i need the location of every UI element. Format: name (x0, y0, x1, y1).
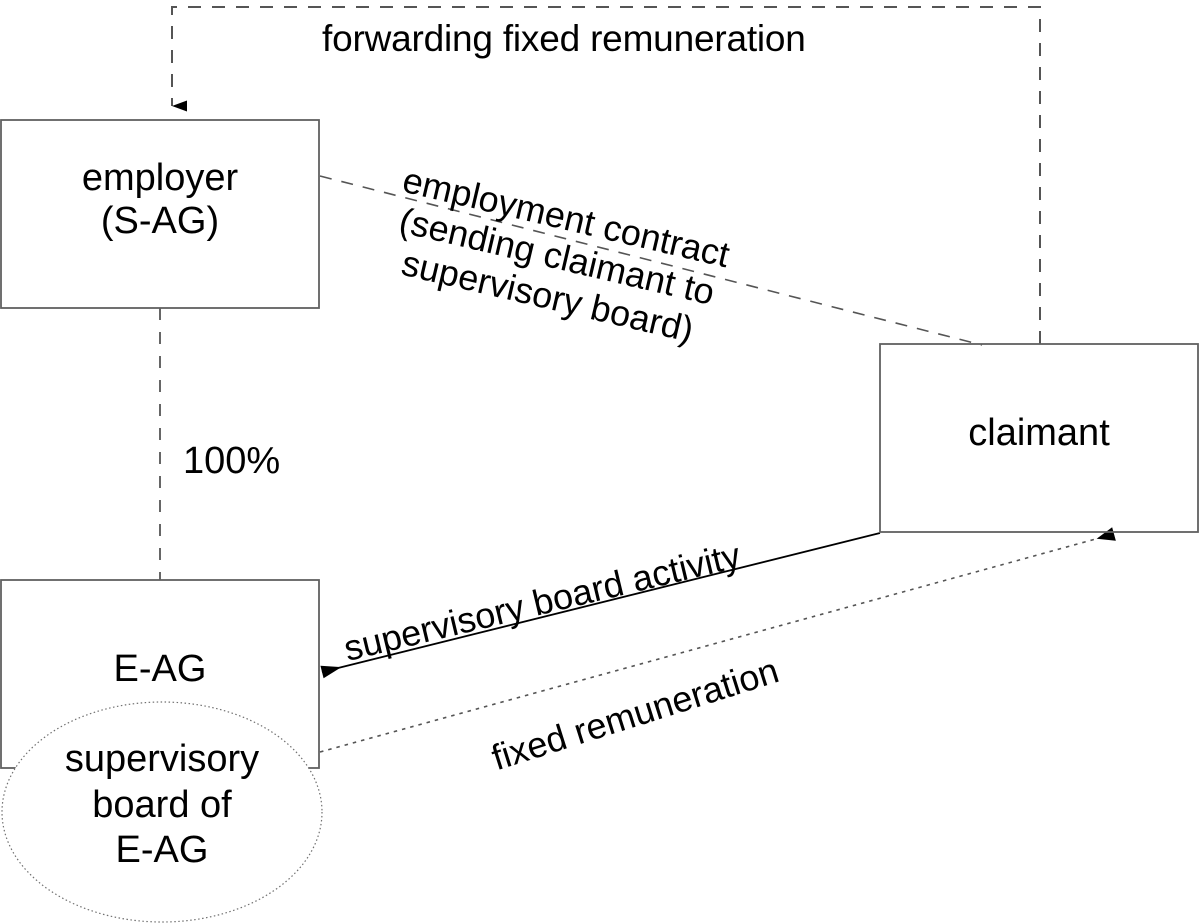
edge-employment-contract (319, 175, 983, 346)
edge-fixed-remuneration (319, 527, 1116, 753)
node-claimant[interactable] (879, 343, 1199, 533)
edge-supervisory-board-activity (320, 532, 881, 679)
edge-label-forwarding-fixed-remuneration: forwarding fixed remuneration (322, 18, 806, 59)
node-employer[interactable] (0, 119, 320, 309)
edge-forwarding-fixed-remuneration (171, 6, 1041, 344)
node-supervisory-board[interactable] (1, 701, 323, 923)
edge-label-ownership: 100% (183, 440, 281, 482)
